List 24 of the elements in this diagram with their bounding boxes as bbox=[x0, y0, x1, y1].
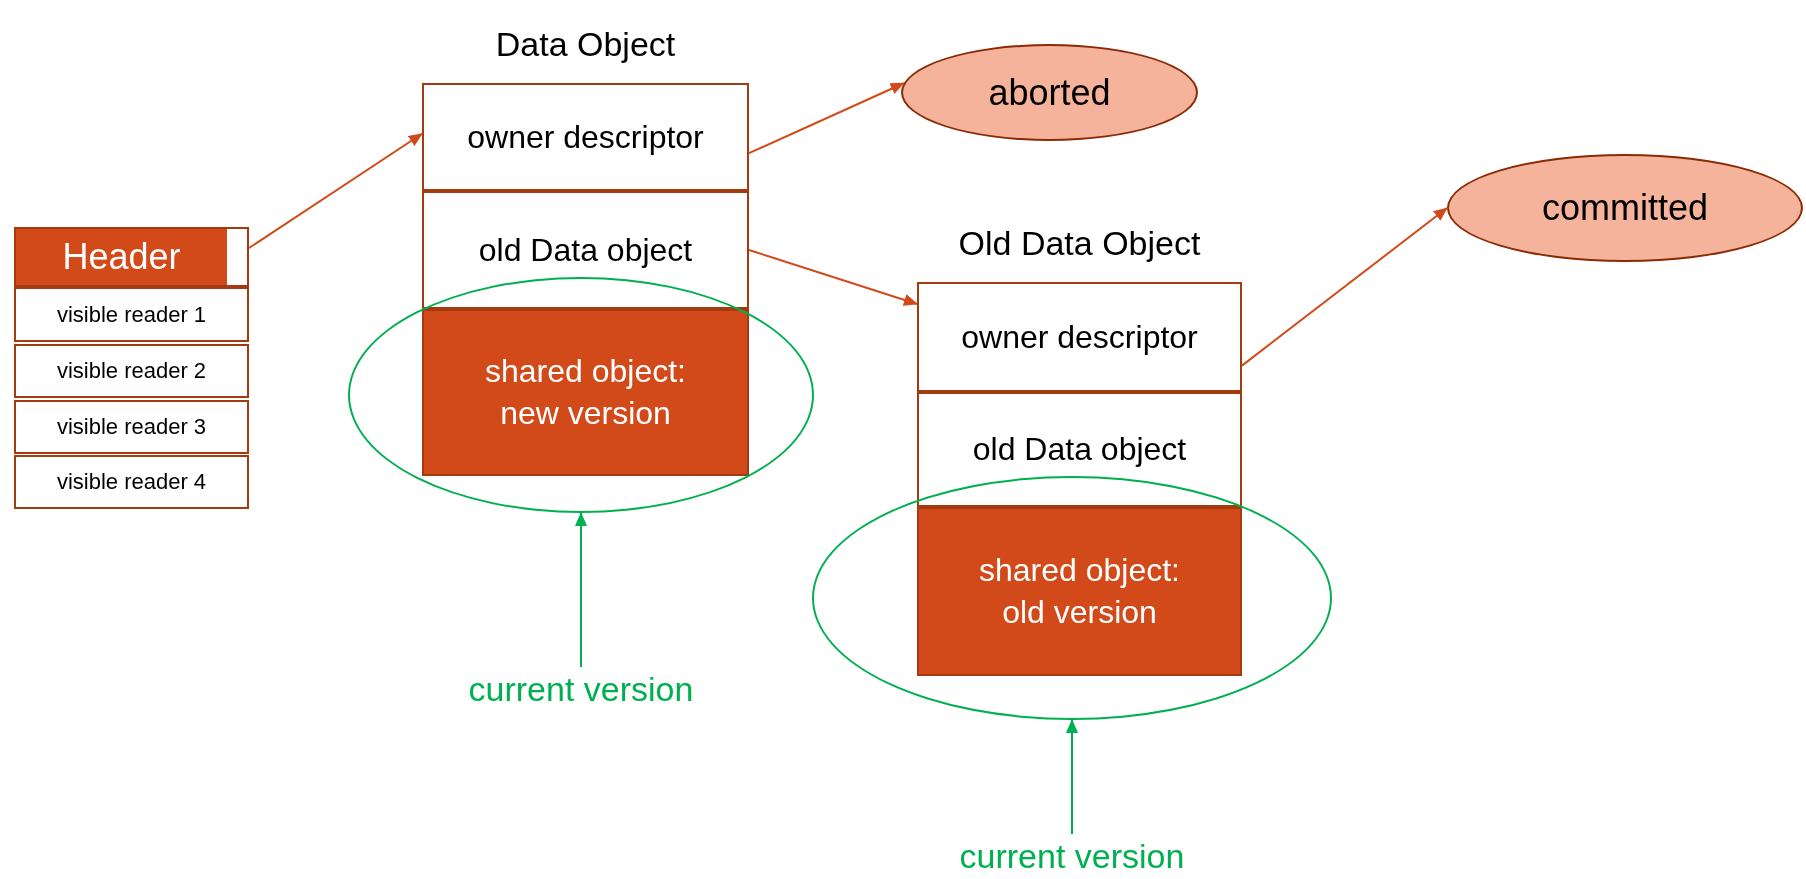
header-row bbox=[14, 227, 249, 287]
annotation-text: current version bbox=[922, 834, 1222, 878]
record-field: old Data object bbox=[917, 392, 1242, 507]
arrow bbox=[748, 249, 918, 306]
reader-slot: visible reader 2 bbox=[14, 344, 249, 398]
arrow bbox=[1066, 719, 1078, 835]
arrow bbox=[748, 82, 905, 155]
arrow bbox=[248, 132, 423, 249]
record-title: Old Data Object bbox=[957, 223, 1202, 264]
highlight-ellipse bbox=[348, 277, 814, 513]
state-ellipse: aborted bbox=[901, 44, 1198, 141]
reader-slot: visible reader 4 bbox=[14, 455, 249, 509]
header-label: Header bbox=[16, 229, 227, 285]
reader-slot: visible reader 1 bbox=[14, 287, 249, 342]
reader-slot: visible reader 3 bbox=[14, 400, 249, 454]
state-ellipse: committed bbox=[1447, 154, 1803, 262]
arrow bbox=[575, 512, 587, 668]
record-title: Data Object bbox=[494, 24, 677, 65]
record-field: old Data object bbox=[422, 191, 749, 309]
highlight-ellipse bbox=[812, 476, 1332, 720]
arrow bbox=[1241, 207, 1448, 367]
shared-object-field: shared object: old version bbox=[917, 507, 1242, 676]
annotation-text: current version bbox=[431, 667, 731, 711]
shared-object-field: shared object: new version bbox=[422, 309, 749, 476]
